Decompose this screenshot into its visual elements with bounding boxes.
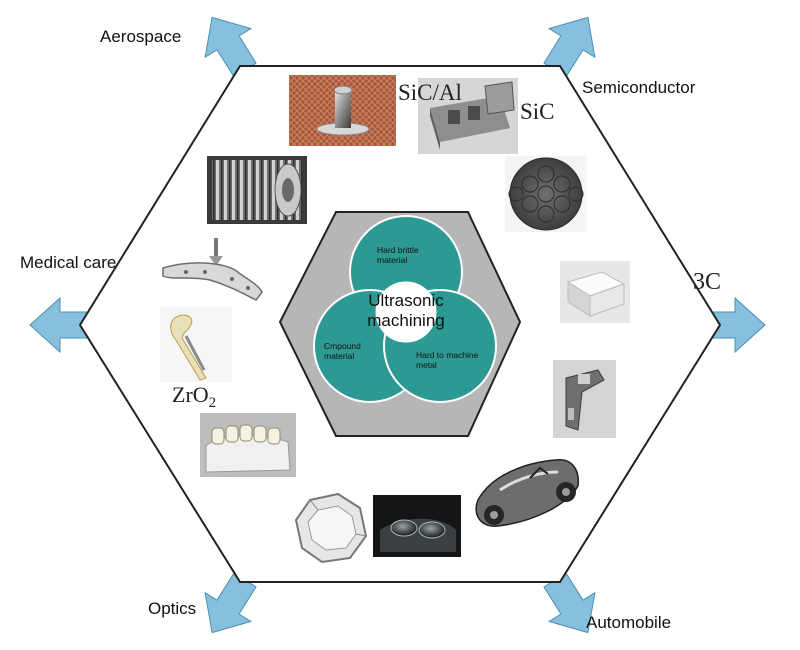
riveted-mesh-photo: [289, 75, 396, 146]
center-circle: [375, 281, 437, 343]
compound-label-line2: material: [324, 351, 354, 361]
sic-wafer-photo: [505, 156, 587, 232]
hard-to-machine-label-line2: metal: [416, 360, 437, 370]
zirconia-dental-photo: [200, 413, 296, 477]
arm-bone-implant-photo: [160, 307, 232, 382]
zro2-label: ZrO2: [172, 382, 216, 411]
automobile-label: Automobile: [586, 613, 671, 632]
bone-plate-photo: [162, 238, 263, 301]
sports-car-photo: [475, 459, 580, 527]
center-title-line2: machining: [367, 311, 445, 330]
white-3c-part-photo: [560, 261, 630, 323]
steel-bracket-photo: [553, 360, 616, 438]
turbine-blade-photo: [207, 156, 307, 224]
automobile-arrow: [543, 572, 596, 634]
aerospace-arrow: [204, 16, 257, 78]
camera-lens-module-photo: [373, 495, 461, 557]
hard-to-machine-label-line1: Hard to machine: [416, 350, 479, 360]
sic-al-label: SiC/Al: [398, 80, 462, 105]
optics-label: Optics: [148, 599, 196, 618]
medical-care-label: Medical care: [20, 253, 116, 272]
center-title-line1: Ultrasonic: [368, 291, 444, 310]
aerospace-label: Aerospace: [100, 27, 181, 46]
octagonal-lens-photo: [294, 492, 368, 564]
sic-al-part-photo: [418, 78, 518, 154]
3c-label: 3C: [693, 269, 721, 295]
sic-label: SiC: [520, 99, 555, 124]
semiconductor-arrow: [543, 16, 596, 78]
hard-brittle-label-line1: Hard brittle: [377, 245, 419, 255]
compound-label-line1: Cmpound: [324, 341, 361, 351]
hard-brittle-label-line2: material: [377, 255, 407, 265]
semiconductor-label: Semiconductor: [582, 78, 696, 97]
optics-arrow: [204, 572, 257, 634]
